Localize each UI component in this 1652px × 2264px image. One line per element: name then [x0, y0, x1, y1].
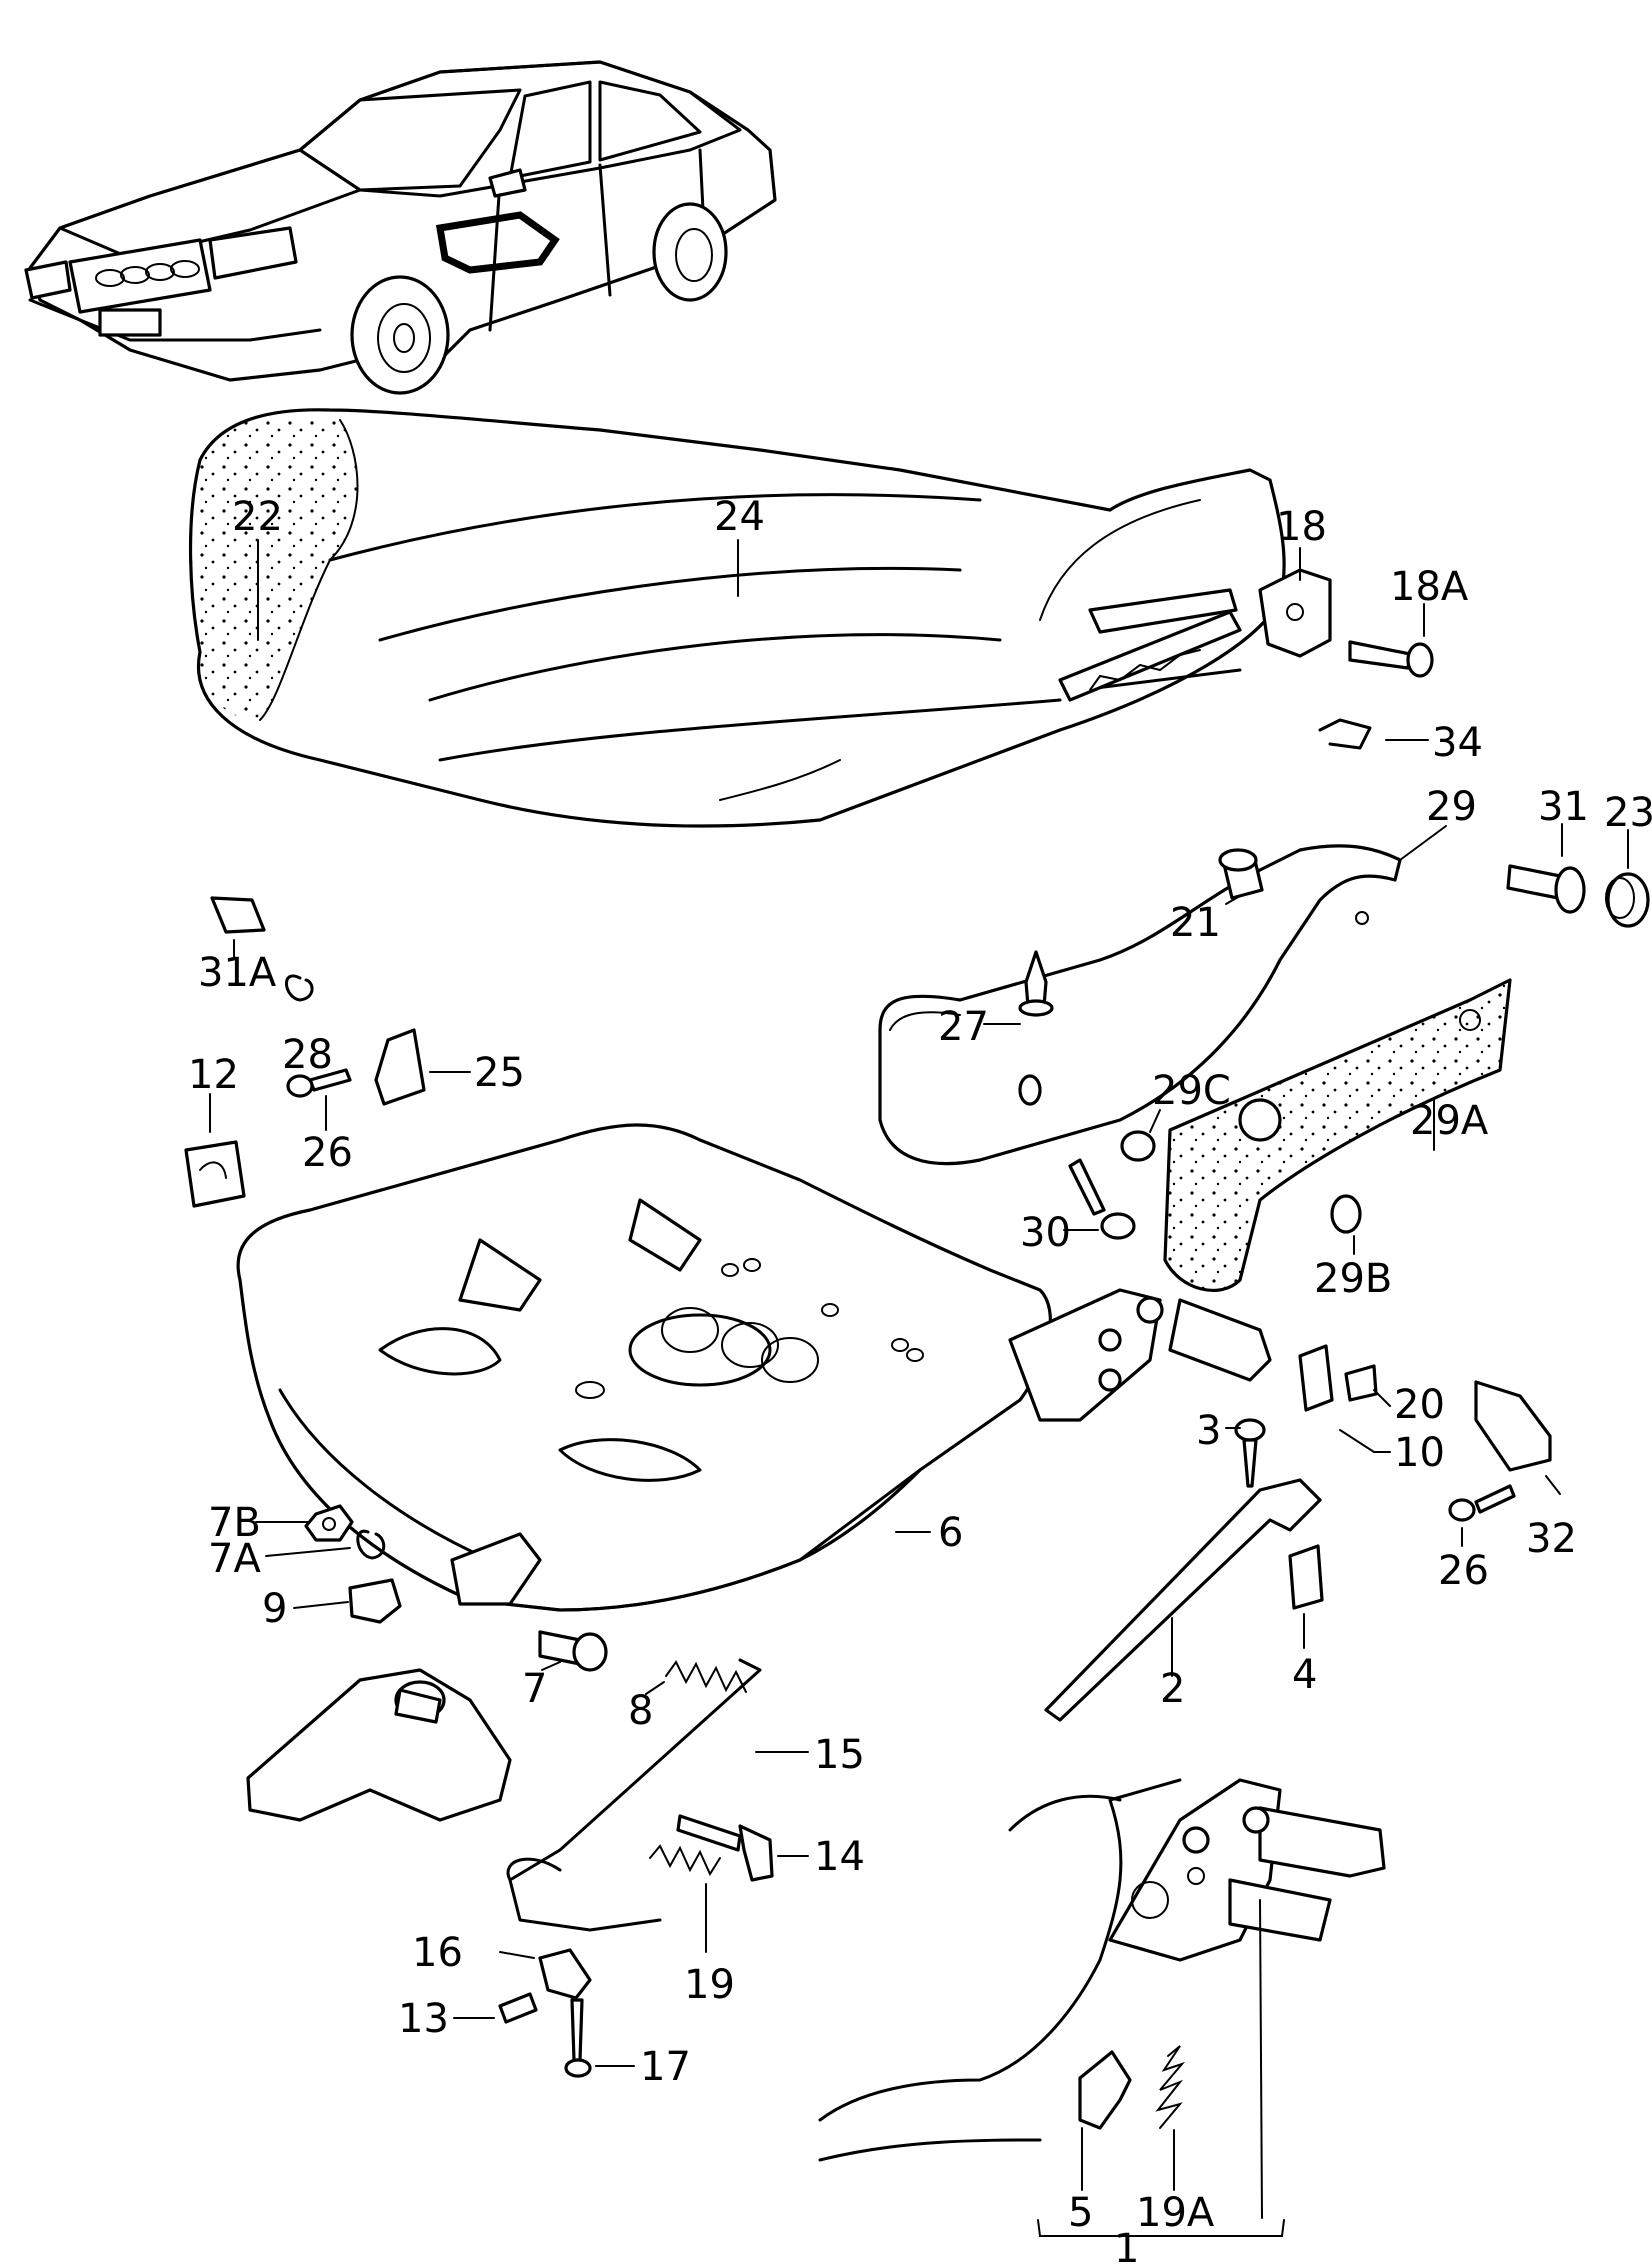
callout-30: 30 [1020, 1210, 1071, 1256]
callout-22: 22 [232, 494, 283, 540]
callout-28: 28 [282, 1032, 333, 1078]
seat-rail-upper [1058, 610, 1242, 702]
seat-adjuster-frame [1008, 1288, 1272, 1422]
screw-3 [1234, 1418, 1266, 1488]
callout-24: 24 [714, 494, 765, 540]
nut-7B [304, 1504, 354, 1542]
callout-32: 32 [1526, 1516, 1577, 1562]
clip-nut-12 [184, 1140, 246, 1208]
callout-9: 9 [262, 1586, 287, 1632]
spring-8 [665, 1660, 747, 1693]
callout-20: 20 [1394, 1382, 1445, 1428]
callout-7B: 7B [208, 1500, 261, 1546]
callout-4: 4 [1292, 1652, 1317, 1698]
callout-7: 7 [522, 1666, 547, 1712]
callout-6: 6 [938, 1510, 963, 1556]
leader-lines [209, 539, 1629, 2237]
cap-23 [1605, 872, 1650, 928]
clip-4 [1288, 1544, 1324, 1610]
bracket-25 [374, 1028, 426, 1106]
screw-17 [564, 1998, 592, 2078]
screw-26-right [1448, 1484, 1516, 1522]
callout-18: 18 [1276, 504, 1327, 550]
callout-27: 27 [938, 1004, 989, 1050]
clip-31A [210, 896, 266, 934]
callout-17: 17 [640, 2044, 691, 2090]
spring-19 [649, 1844, 721, 1877]
callout-16: 16 [412, 1930, 463, 1976]
rivet-29C [1120, 1130, 1156, 1162]
trim-panel-29A [1163, 978, 1512, 1292]
callout-31: 31 [1538, 784, 1589, 830]
callout-7A: 7A [208, 1536, 261, 1582]
pin-7 [538, 1630, 608, 1672]
callout-3: 3 [1196, 1408, 1221, 1454]
callout-1: 1 [1114, 2226, 1139, 2264]
spring-19A [1155, 2045, 1186, 2129]
grommet-21 [1218, 848, 1264, 900]
bracket-32 [1474, 1380, 1552, 1472]
callout-21: 21 [1170, 900, 1221, 946]
screw-30 [1018, 1074, 1136, 1240]
callout-29C: 29C [1152, 1068, 1231, 1114]
bracket-16 [538, 1948, 592, 2000]
bolt-14 [676, 1814, 774, 1882]
clip-34 [1318, 718, 1372, 750]
callout-10: 10 [1394, 1430, 1445, 1476]
callout-25: 25 [474, 1050, 525, 1096]
callout-29: 29 [1426, 784, 1477, 830]
screw-18A [1348, 640, 1434, 678]
callout-15: 15 [814, 1732, 865, 1778]
pin-13 [498, 1992, 538, 2024]
callout-2: 2 [1160, 1666, 1185, 1712]
side-trim-panel-29 [878, 844, 1402, 1166]
callout-19A: 19A [1136, 2190, 1215, 2236]
seat-cover-24 [188, 408, 1286, 828]
lower-left-bracket [246, 1668, 512, 1822]
bolt-31 [1506, 864, 1586, 914]
clip-20 [1344, 1364, 1378, 1402]
callout-29B: 29B [1314, 1256, 1392, 1302]
washer-28 [285, 974, 314, 1002]
mount-bracket-6 [450, 1532, 542, 1606]
callout-labels: 22 24 18 18A 34 29 31 23 21 31A 28 27 12… [188, 494, 1652, 2264]
rail-2 [1044, 1478, 1322, 1722]
rivet-29B [1330, 1194, 1362, 1234]
washer-7A [356, 1529, 386, 1560]
seat-adjuster-assembly-1 [818, 1778, 1386, 2162]
callout-26-upper: 26 [302, 1130, 353, 1176]
push-clip-27 [1018, 950, 1054, 1017]
callout-13: 13 [398, 1996, 449, 2042]
callout-31A: 31A [198, 950, 277, 996]
callout-34: 34 [1432, 720, 1483, 766]
car-illustration [24, 60, 777, 395]
callout-12: 12 [188, 1052, 239, 1098]
clip-10 [1298, 1344, 1334, 1412]
callout-14: 14 [814, 1834, 865, 1880]
bushing-9 [348, 1578, 402, 1624]
seat-foam-6 [236, 1123, 1052, 1612]
callout-18A: 18A [1390, 564, 1469, 610]
lever-5 [1078, 2050, 1132, 2130]
callout-29A: 29A [1410, 1098, 1489, 1144]
callout-26-lower: 26 [1438, 1548, 1489, 1594]
screw-26-left [286, 1068, 352, 1098]
callout-8: 8 [628, 1688, 653, 1734]
rod-15-hook [506, 1857, 562, 1882]
callout-5: 5 [1068, 2190, 1093, 2236]
callout-19: 19 [684, 1962, 735, 2008]
callout-23: 23 [1604, 790, 1652, 836]
